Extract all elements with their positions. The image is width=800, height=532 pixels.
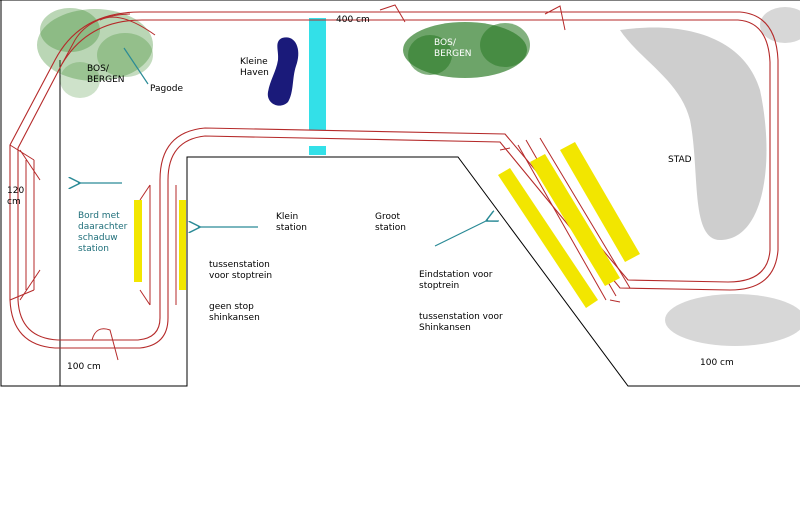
arrow-large-station: [434, 220, 488, 247]
small-station-label: Klein station: [276, 212, 307, 233]
city-area: [620, 7, 800, 346]
terminal-stop-label: Eindstation voor stoptrein: [419, 270, 493, 291]
dim-left-label: 120 cm: [7, 186, 25, 207]
platform-large-station-2: [530, 154, 620, 286]
dim-bottom-left-label: 100 cm: [67, 362, 101, 372]
water-strip-lower: [309, 146, 326, 155]
city-label: STAD: [668, 155, 692, 165]
pagoda-label: Pagode: [150, 84, 184, 94]
harbor-water: [267, 37, 299, 106]
platform-large-station-1: [498, 168, 598, 308]
intermediate-shinkansen-label: tussenstation voor Shinkansen: [419, 312, 503, 333]
main-track: [9, 11, 779, 349]
shadow-station-label: Bord met daarachter schaduw station: [78, 211, 128, 254]
dim-bottom-right-label: 100 cm: [700, 358, 734, 368]
water-strip: [309, 18, 326, 130]
intermediate-stop-label: tussenstation voor stoptrein: [209, 260, 273, 281]
harbor-label: Kleine Haven: [240, 57, 269, 78]
pointer-arrows: [78, 47, 488, 247]
forest-left-label: BOS/ BERGEN: [87, 64, 125, 85]
platform-small-station-right: [179, 200, 186, 290]
baseboard-left-edge: [0, 0, 800, 387]
forest-right: [403, 22, 530, 78]
platforms: [134, 142, 640, 308]
large-station-label: Groot station: [375, 212, 406, 233]
forest-right-label: BOS/ BERGEN: [434, 38, 472, 59]
platform-large-station-3: [560, 142, 640, 262]
forest-left: [37, 8, 153, 98]
platform-small-station-left: [134, 200, 142, 282]
arrow-pagoda: [123, 47, 149, 85]
no-stop-label: geen stop shinkansen: [209, 302, 260, 323]
dim-top-label: 400 cm: [336, 15, 370, 25]
